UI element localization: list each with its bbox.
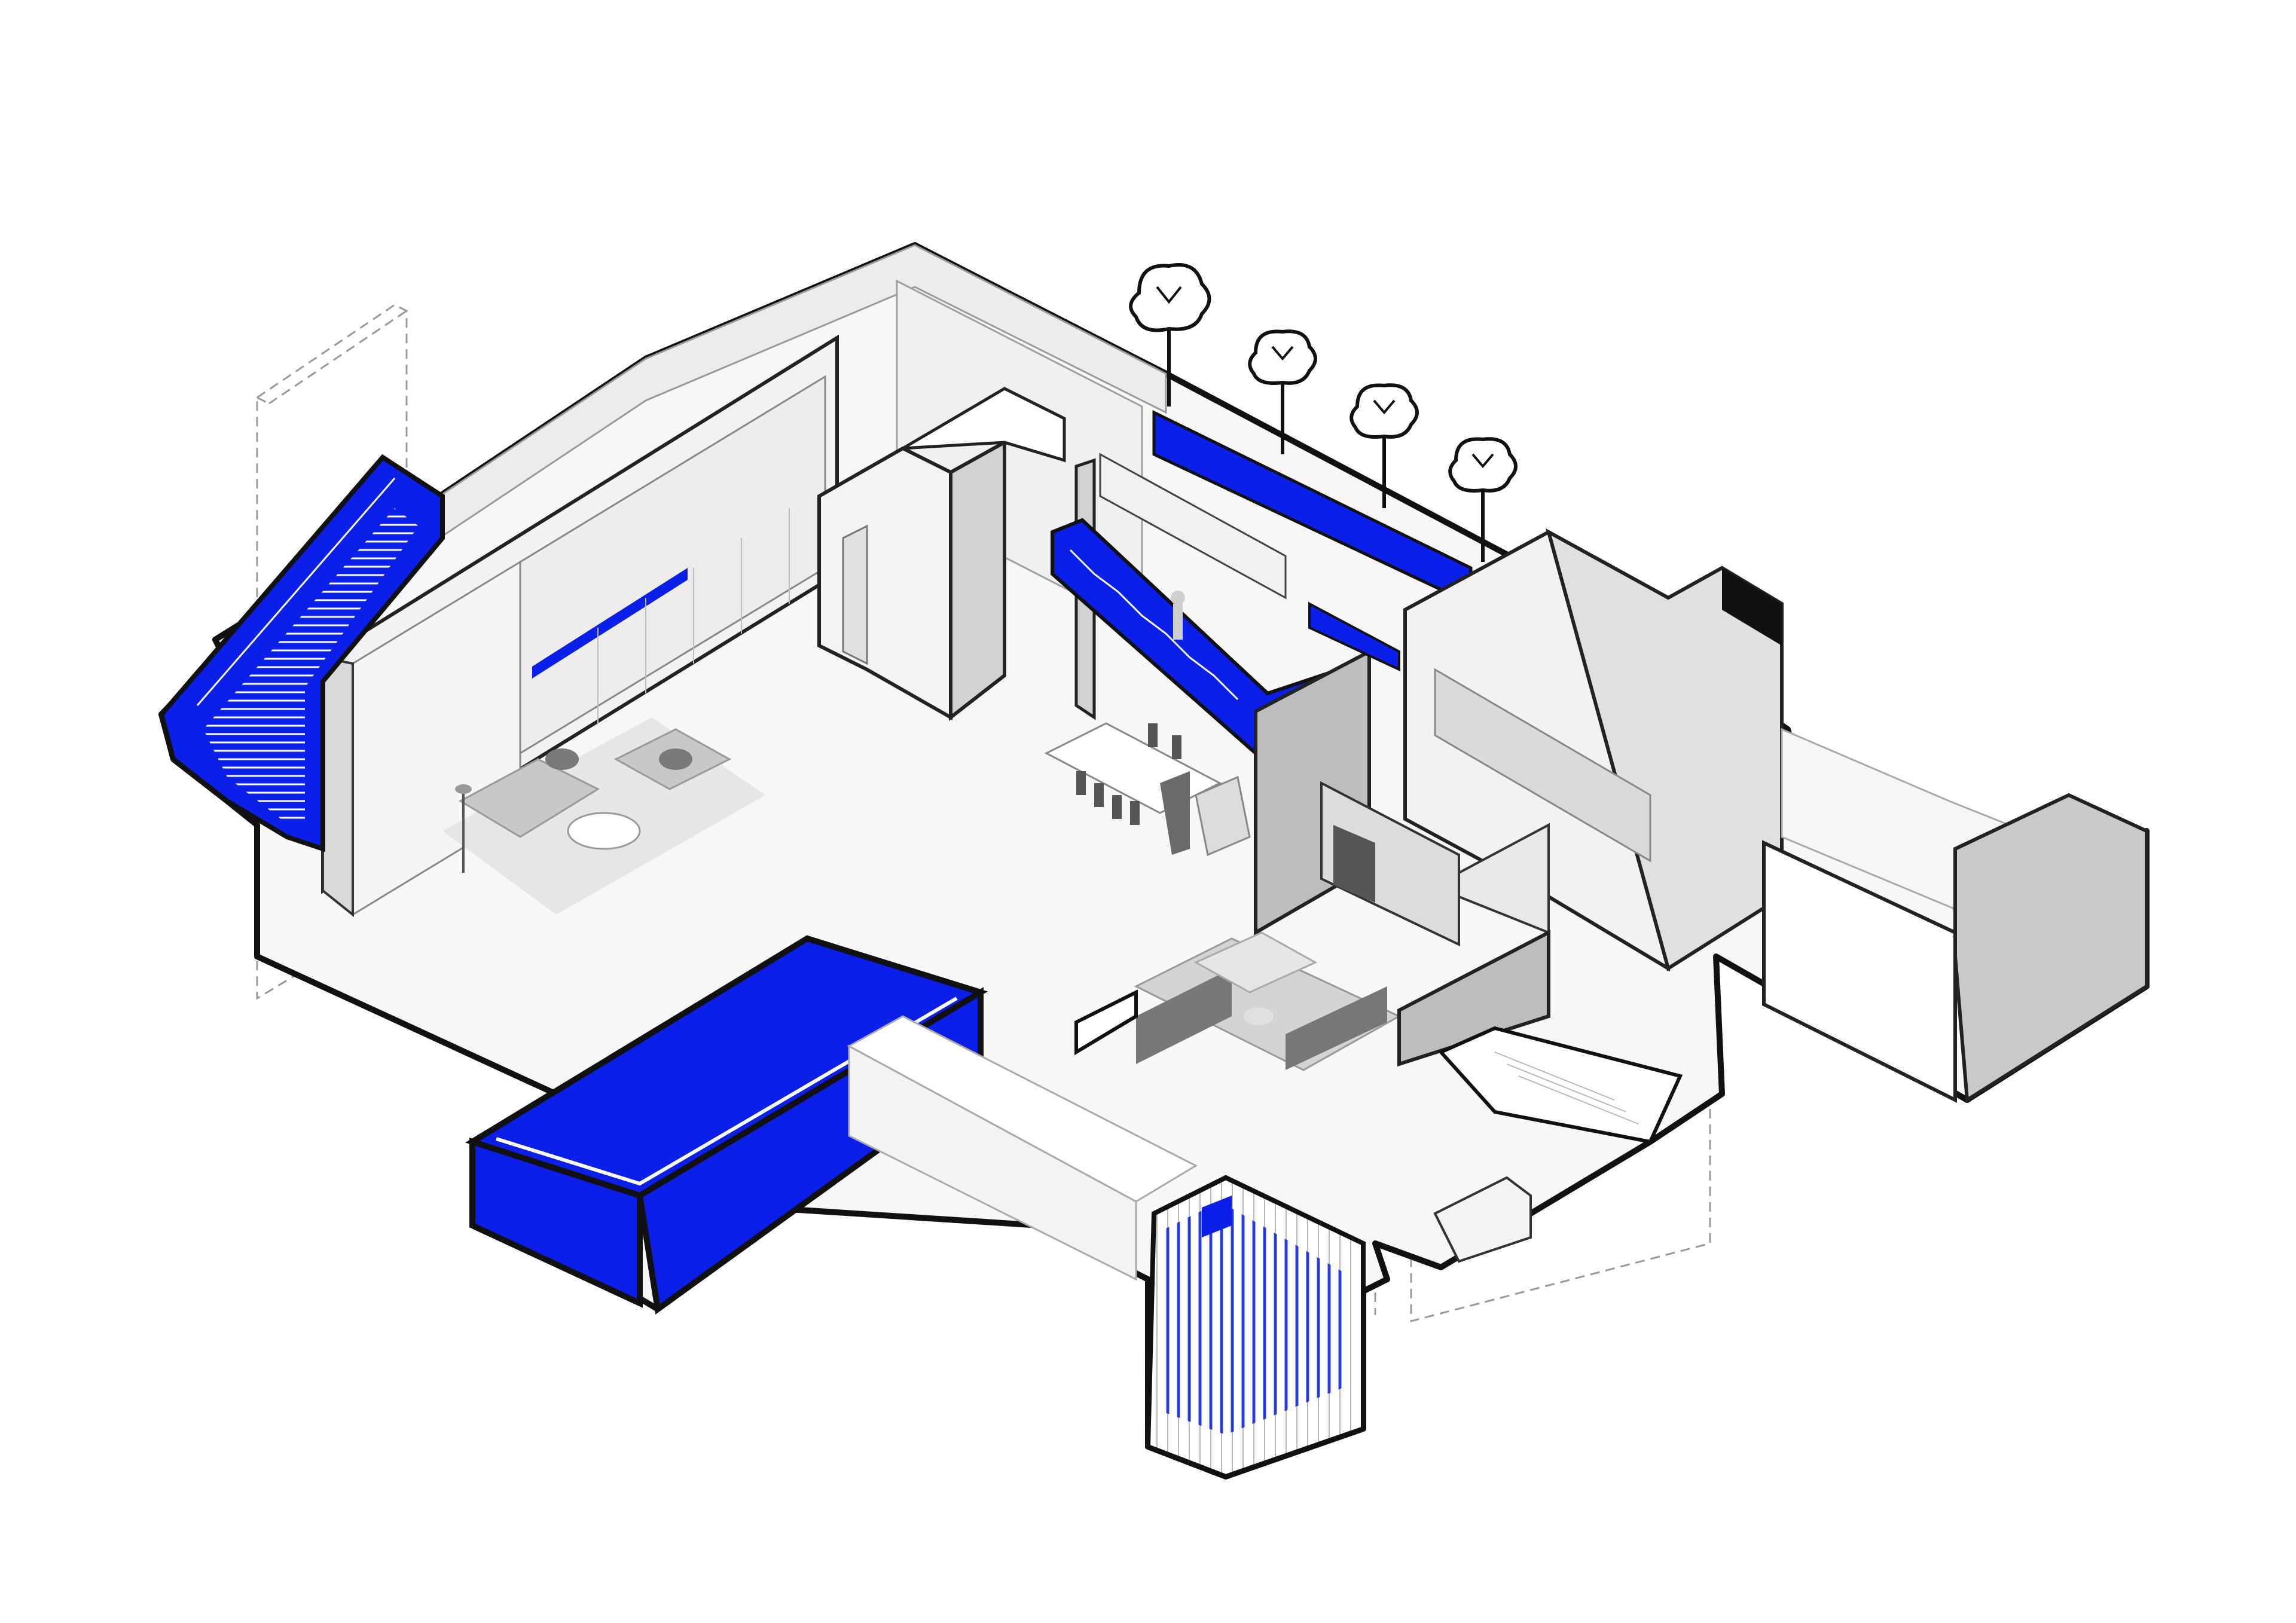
lounge (1074, 930, 1550, 1071)
right-annex (1762, 728, 2148, 1104)
dashed-outline-left (256, 304, 408, 1000)
living-room (442, 717, 765, 915)
trees (1129, 263, 1518, 562)
tree-icon (1129, 263, 1211, 406)
kitchen (1320, 528, 1784, 972)
bathroom-block (817, 387, 1066, 722)
basement-stair (1433, 1026, 1683, 1263)
tree-icon (1448, 437, 1518, 562)
spiral-staircase (1145, 1175, 1366, 1480)
tree-icon (1349, 383, 1419, 508)
pool (465, 935, 1198, 1315)
left-staircase (158, 454, 445, 852)
tree-icon (1248, 329, 1317, 454)
dining-area (1044, 722, 1251, 857)
central-staircase (1051, 453, 1371, 936)
